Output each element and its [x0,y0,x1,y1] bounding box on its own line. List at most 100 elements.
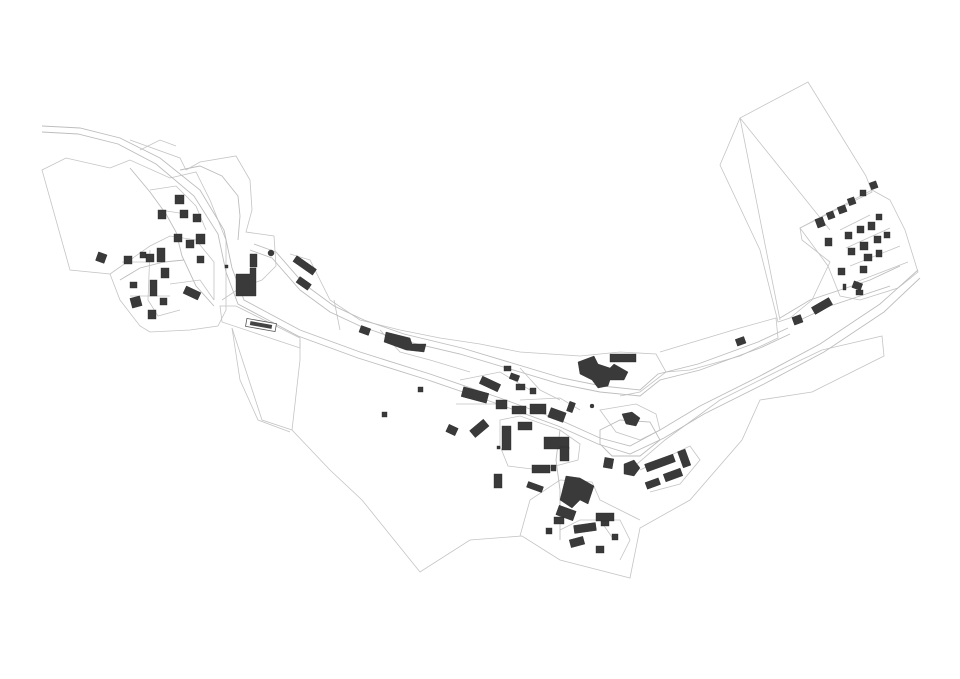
building [149,279,158,297]
building [859,189,867,197]
building [600,520,610,527]
building [292,255,317,276]
building [623,459,641,477]
building [445,423,459,437]
building [577,355,629,389]
building [160,267,170,279]
building [644,477,661,490]
lower-terrain-parcel [231,327,885,579]
building [145,253,155,263]
hill-road [179,165,241,241]
building [529,403,547,415]
terrain-edge-south [291,340,301,431]
building [662,467,684,483]
north-hill-line [129,139,187,171]
north-hill-parcel [185,155,277,301]
terrain-edge-west [231,327,291,433]
building [381,411,388,418]
main-road-south-edge [41,131,921,455]
building [868,180,879,191]
building [159,297,168,306]
building [811,297,833,315]
building [469,418,490,438]
building [573,522,597,534]
building [249,253,258,268]
north-valley-road [249,249,791,397]
building [224,264,229,269]
building [157,209,167,220]
building [147,309,157,320]
building [595,512,615,522]
building [559,446,570,462]
building [875,213,883,221]
building [566,401,576,413]
building [595,545,605,554]
building [846,196,857,207]
building [856,225,865,234]
building [883,231,891,239]
mid-east-block [659,317,779,373]
building [559,475,595,509]
building [855,289,864,296]
building [185,239,195,249]
main-road-north-edge [41,125,919,447]
building [847,247,856,256]
station-parcel [219,305,301,349]
building [867,221,876,231]
building [503,365,512,372]
building [844,231,853,240]
building [851,280,863,291]
north-valley-road-edge [253,243,789,391]
building [139,251,147,259]
building [621,411,641,427]
building [875,249,883,258]
building [825,210,836,221]
west-village-lane-2 [119,259,185,281]
east-inner-lots [839,214,909,283]
building [417,386,424,393]
building [182,285,202,301]
building-footprints [95,180,891,554]
building [358,325,371,336]
building [192,213,202,223]
building [791,314,804,326]
building [95,251,108,264]
building [568,536,586,548]
building [550,464,557,472]
building [156,247,166,263]
building [235,267,257,297]
building [837,267,846,276]
south-block-4 [639,445,701,493]
south-branch-road [555,429,561,540]
upper-right-inner-line [739,117,781,321]
building [495,399,508,410]
south-block-2 [519,479,641,537]
building [589,403,595,409]
building [517,421,533,431]
building [511,405,527,415]
east-village-block [799,189,919,301]
building [179,209,189,219]
building [515,383,526,391]
building [460,386,490,404]
central-loop-road [599,419,661,457]
building [859,241,869,251]
south-block-1 [499,415,581,471]
road-network [41,125,921,540]
building [873,235,882,244]
building [555,504,577,522]
building [553,516,565,525]
building [734,336,747,347]
building [609,353,637,363]
upper-right-parcel [719,81,873,323]
west-village-parcel [41,157,227,333]
building [547,407,567,423]
west-inner-lot-1 [109,235,215,300]
building [196,255,205,264]
building [531,464,551,474]
building [814,216,826,229]
central-parcel-inner [333,299,561,401]
building [836,204,848,215]
building [529,387,537,395]
